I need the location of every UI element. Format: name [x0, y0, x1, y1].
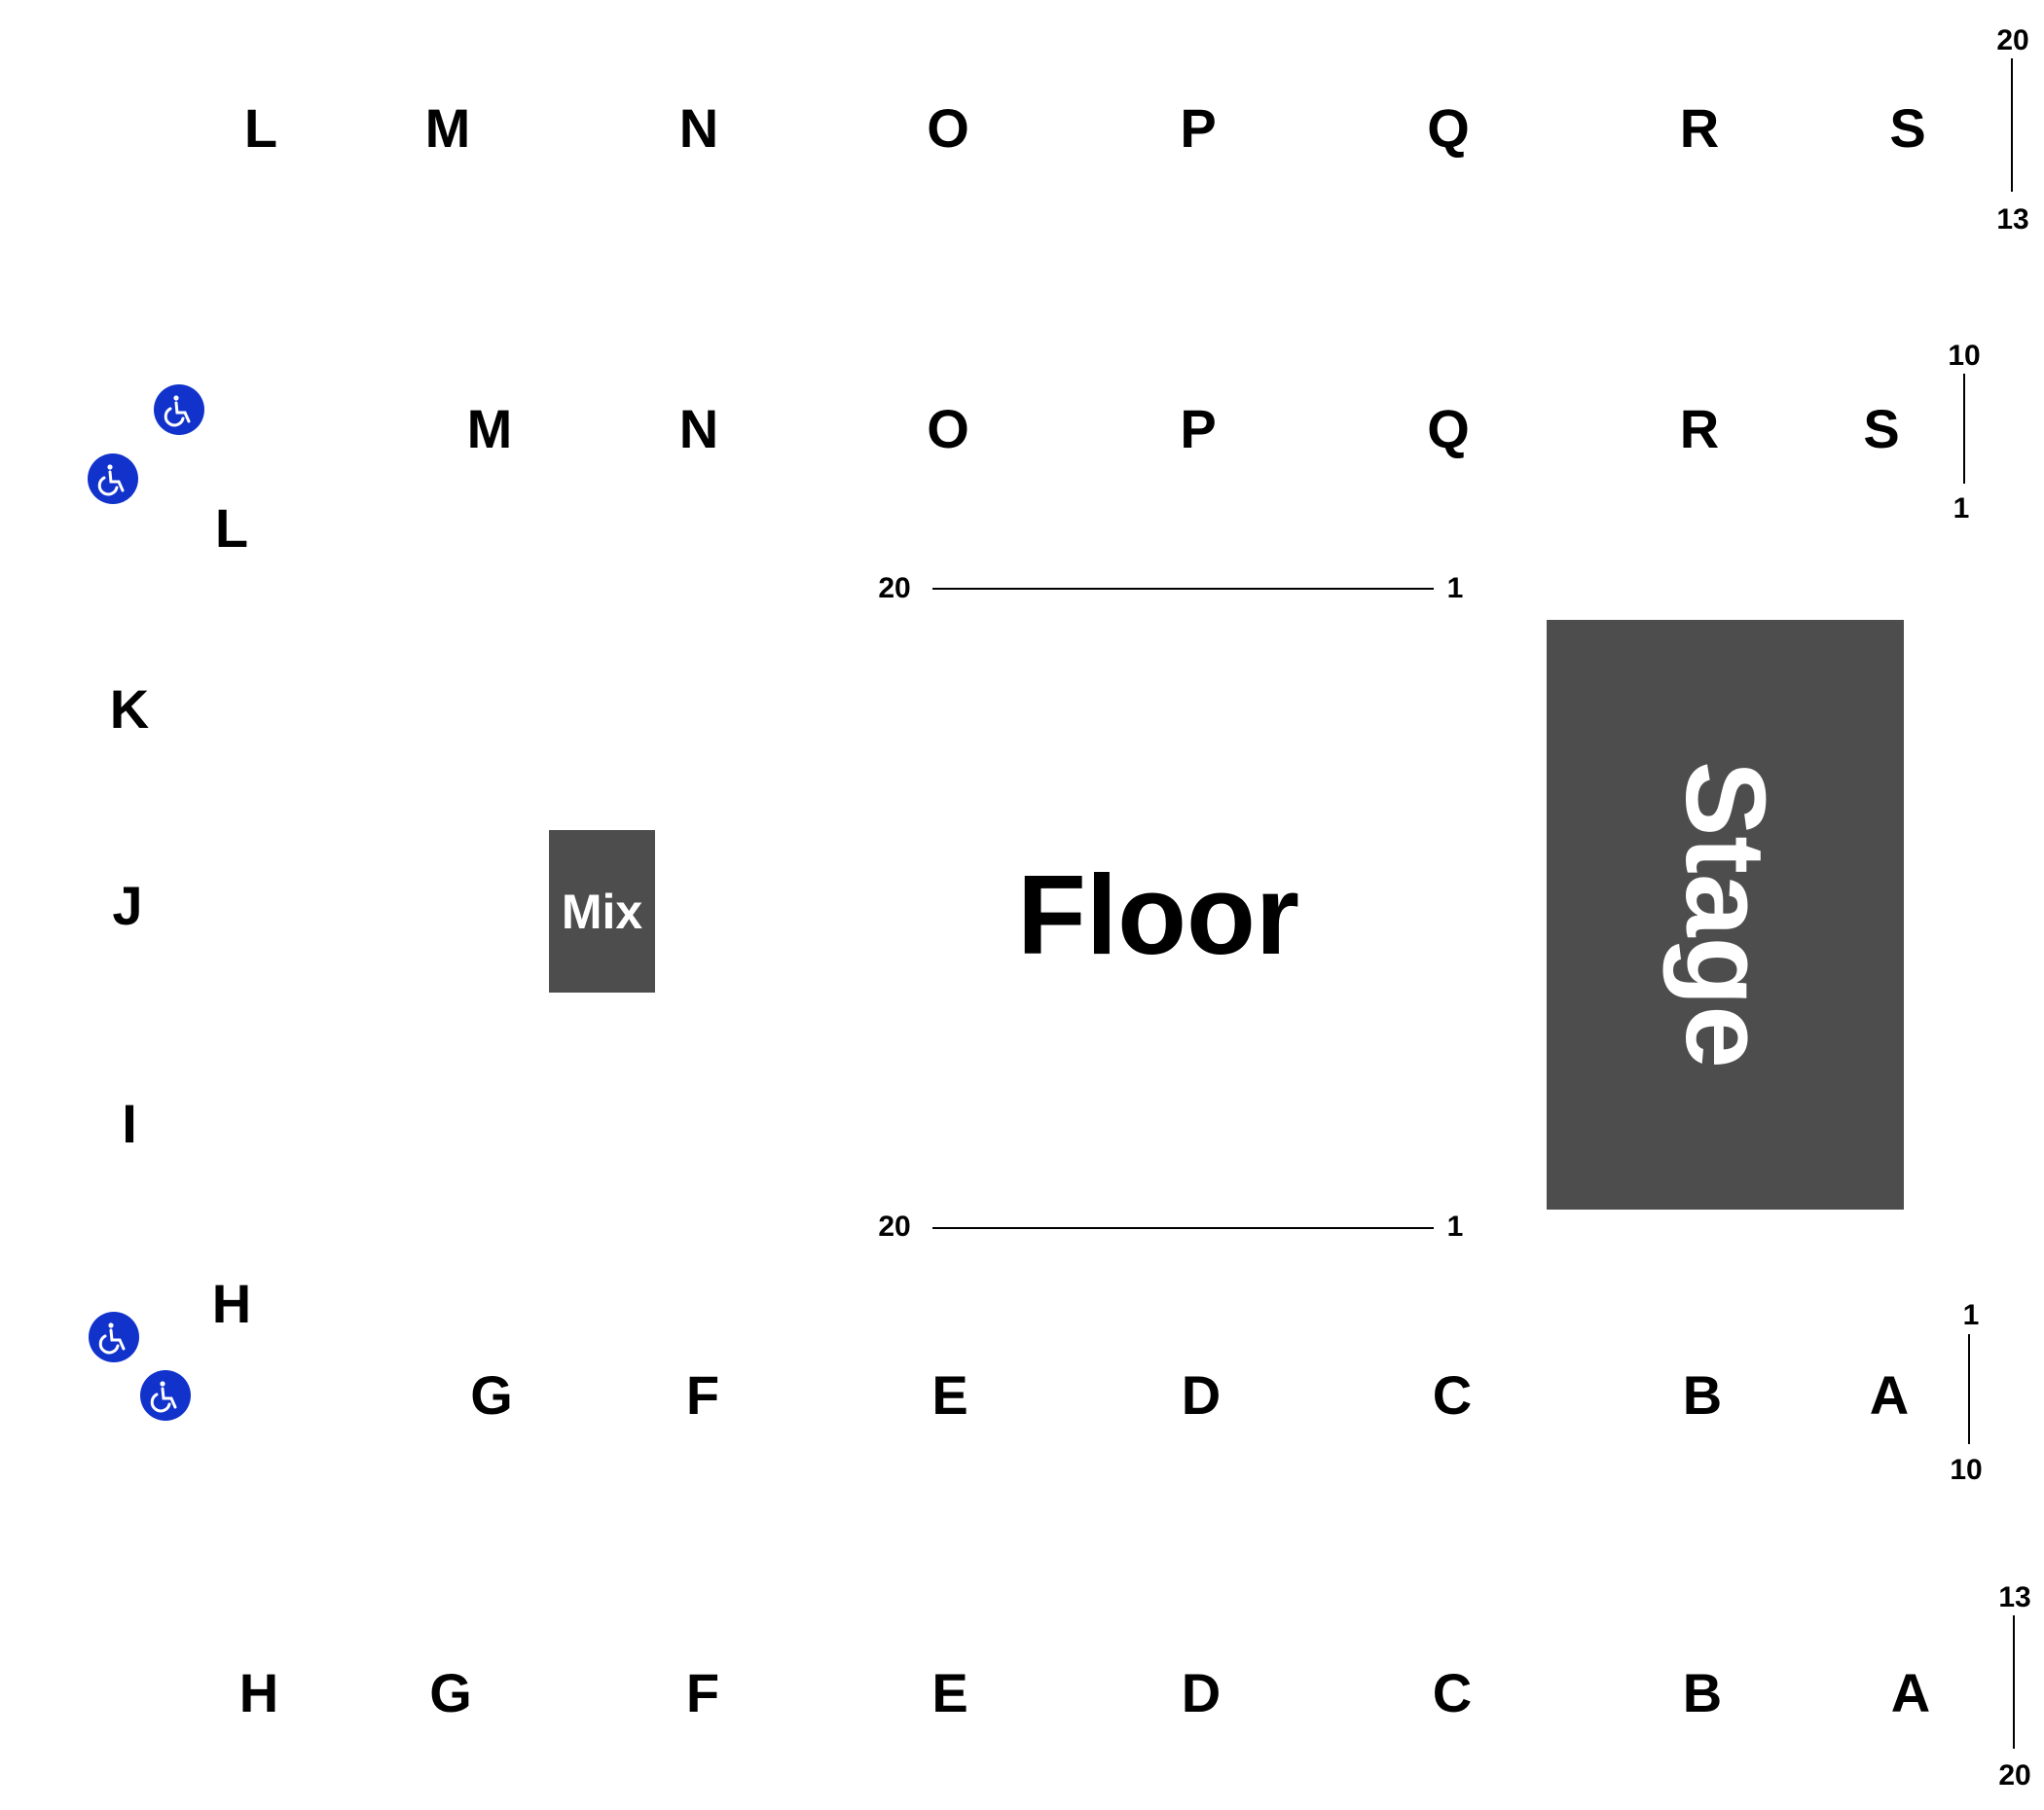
row-range-upper-top-line [2011, 58, 2013, 192]
section-upper-top-n[interactable]: N [678, 97, 719, 159]
section-upper-bottom-g[interactable]: G [429, 1662, 472, 1723]
section-left-l[interactable]: L [214, 497, 249, 559]
section-lower-bottom-b[interactable]: B [1682, 1364, 1723, 1426]
section-upper-bottom-f[interactable]: F [685, 1662, 720, 1723]
row-range-floor-bottom-line [932, 1227, 1434, 1229]
row-range-lower-top-line [1963, 374, 1965, 484]
section-floor[interactable]: Floor [1017, 851, 1299, 978]
section-lower-bottom-f[interactable]: F [685, 1364, 720, 1426]
row-range-lower-bottom-line [1968, 1334, 1970, 1444]
wheelchair-icon [89, 1312, 139, 1362]
row-range-upper-top-end: 13 [1996, 203, 2029, 235]
row-range-lower-bottom-end: 10 [1950, 1454, 1983, 1486]
stage: Stage [1547, 620, 1904, 1210]
section-left-k[interactable]: K [109, 678, 150, 740]
row-range-upper-bottom-line [2013, 1615, 2015, 1749]
section-lower-bottom-d[interactable]: D [1181, 1364, 1222, 1426]
section-upper-top-o[interactable]: O [927, 97, 969, 159]
section-upper-top-s[interactable]: S [1889, 97, 1926, 159]
section-lower-top-o[interactable]: O [927, 398, 969, 459]
stage-label: Stage [1661, 761, 1789, 1068]
wheelchair-icon [140, 1370, 191, 1421]
section-left-h[interactable]: H [211, 1273, 252, 1334]
wheelchair-icon [154, 384, 204, 435]
mix-label: Mix [561, 884, 643, 939]
section-left-j[interactable]: J [112, 875, 143, 936]
section-upper-top-q[interactable]: Q [1427, 97, 1470, 159]
row-range-floor-top-end: 1 [1446, 572, 1464, 604]
section-lower-top-r[interactable]: R [1679, 398, 1720, 459]
section-upper-top-m[interactable]: M [424, 97, 471, 159]
row-range-floor-top-start: 20 [878, 572, 911, 604]
section-lower-top-n[interactable]: N [678, 398, 719, 459]
row-range-floor-bottom-end: 1 [1446, 1211, 1464, 1243]
section-upper-top-l[interactable]: L [243, 97, 278, 159]
section-lower-top-m[interactable]: M [466, 398, 513, 459]
row-range-floor-top-line [932, 588, 1434, 590]
section-upper-bottom-a[interactable]: A [1890, 1662, 1931, 1723]
section-lower-bottom-e[interactable]: E [931, 1364, 968, 1426]
section-lower-bottom-a[interactable]: A [1869, 1364, 1910, 1426]
section-upper-top-r[interactable]: R [1679, 97, 1720, 159]
row-range-upper-top-start: 20 [1996, 24, 2029, 56]
section-lower-top-p[interactable]: P [1180, 398, 1217, 459]
wheelchair-icon [88, 453, 138, 504]
section-upper-bottom-b[interactable]: B [1682, 1662, 1723, 1723]
mix-booth: Mix [549, 830, 655, 993]
section-upper-bottom-c[interactable]: C [1432, 1662, 1473, 1723]
section-upper-bottom-h[interactable]: H [238, 1662, 279, 1723]
section-lower-top-s[interactable]: S [1863, 398, 1900, 459]
row-range-lower-top-start: 10 [1948, 340, 1981, 372]
section-lower-bottom-c[interactable]: C [1432, 1364, 1473, 1426]
section-upper-top-p[interactable]: P [1180, 97, 1217, 159]
row-range-upper-bottom-start: 13 [1998, 1581, 2031, 1613]
row-range-lower-top-end: 1 [1953, 492, 1970, 525]
section-upper-bottom-e[interactable]: E [931, 1662, 968, 1723]
section-upper-bottom-d[interactable]: D [1181, 1662, 1222, 1723]
section-left-i[interactable]: I [122, 1093, 137, 1154]
section-lower-bottom-g[interactable]: G [470, 1364, 513, 1426]
row-range-lower-bottom-start: 1 [1962, 1299, 1980, 1331]
row-range-upper-bottom-end: 20 [1998, 1759, 2031, 1792]
section-lower-top-q[interactable]: Q [1427, 398, 1470, 459]
row-range-floor-bottom-start: 20 [878, 1211, 911, 1243]
